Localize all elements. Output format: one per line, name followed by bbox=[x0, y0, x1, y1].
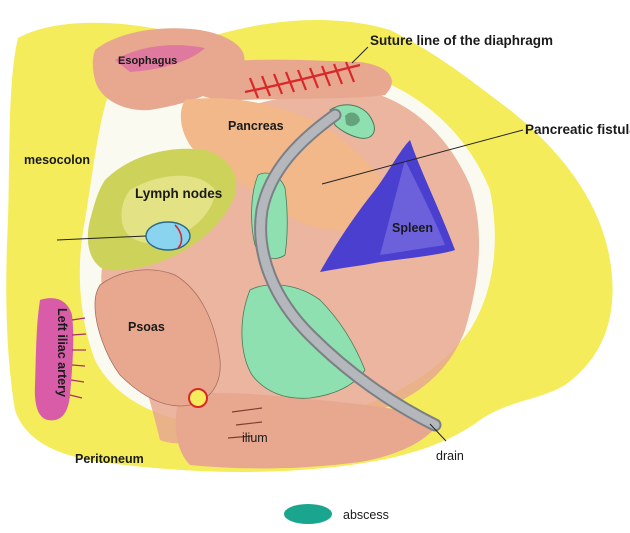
label-suture-line: Suture line of the diaphragm bbox=[370, 33, 553, 48]
ureter-knot bbox=[189, 389, 207, 407]
label-esophagus: Esophagus bbox=[118, 55, 177, 67]
label-peritoneum: Peritoneum bbox=[75, 452, 144, 466]
label-spleen: Spleen bbox=[392, 221, 433, 235]
legend-abscess-swatch bbox=[284, 504, 332, 524]
label-psoas: Psoas bbox=[128, 320, 165, 334]
label-pancreas: Pancreas bbox=[228, 119, 284, 133]
label-ilium: ilium bbox=[242, 431, 268, 445]
label-left-iliac-artery: Left iliac artery bbox=[55, 308, 69, 397]
lymph-node-blue bbox=[146, 222, 190, 250]
legend-abscess-label: abscess bbox=[343, 508, 389, 522]
label-pancreatic-fistula: Pancreatic fistula bbox=[525, 122, 630, 137]
label-mesocolon: mesocolon bbox=[24, 153, 90, 167]
label-drain: drain bbox=[436, 449, 464, 463]
label-lymph-nodes: Lymph nodes bbox=[135, 186, 222, 201]
